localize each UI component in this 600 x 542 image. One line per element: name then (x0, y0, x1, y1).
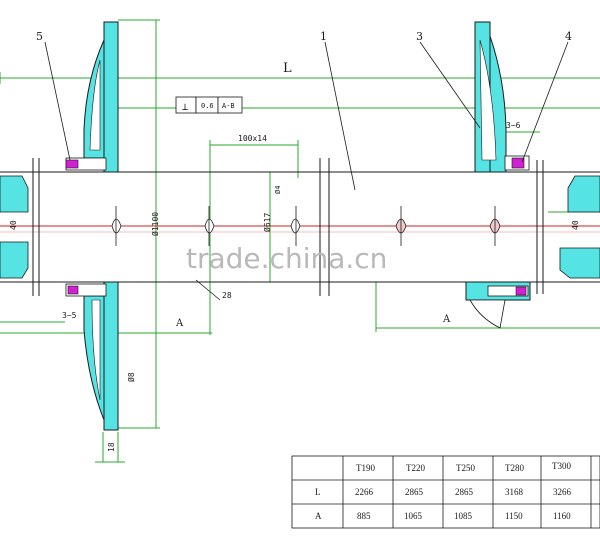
table-head-t220: T220 (406, 463, 425, 473)
tol-value-a: 0.6 (201, 102, 214, 110)
table-a-t250: 1085 (454, 511, 473, 521)
left-hub (0, 175, 29, 279)
tolerance-frame (175, 96, 243, 114)
table-row-label-a: A (315, 511, 322, 521)
callout-1: 1 (320, 30, 327, 43)
table-l-t280: 3168 (505, 487, 524, 497)
outer-dia-label: Ø1100 (150, 212, 160, 236)
watermark: trade.china.cn (186, 242, 387, 275)
keyways (111, 206, 501, 246)
h-right-label: 40 (571, 220, 580, 230)
tol-value-b: A-B (222, 102, 235, 110)
table-l-t190: 2266 (355, 487, 374, 497)
length-label: L (283, 61, 292, 76)
table-a-t190: 885 (357, 511, 371, 521)
leader-lines (44, 41, 569, 301)
table-row-label-l: L (315, 487, 321, 497)
left-upper-flange (65, 21, 119, 173)
table-head-t250: T250 (456, 463, 475, 473)
size-table (291, 455, 600, 529)
keyway-label: 100x14 (238, 134, 267, 143)
gap-right-label: 3~6 (506, 121, 521, 130)
table-head-t280: T280 (505, 463, 524, 473)
gap-left-label: 3~5 (62, 311, 77, 320)
bore-dia-label: Ø617 (262, 213, 272, 232)
left-lower-flange (65, 281, 119, 431)
table-a-t300: 1160 (553, 511, 571, 521)
phi-left-label: Ø8 (126, 372, 136, 382)
table-head-t190: T190 (356, 463, 375, 473)
small-dia-label: Ø4 (274, 186, 282, 194)
right-hub (559, 175, 600, 279)
callout-4: 4 (565, 30, 572, 43)
table-a-t280: 1150 (505, 511, 523, 521)
right-upper-flange (474, 21, 530, 173)
table-head-t300: T300 (552, 461, 571, 471)
table-a-t220: 1065 (404, 511, 423, 521)
callout-3: 3 (416, 30, 423, 43)
table-l-t300: 3266 (553, 487, 572, 497)
h-left-label: 40 (9, 220, 18, 230)
right-lower-flange (465, 281, 531, 329)
offset-right-label: A (442, 314, 451, 325)
callout-5: 5 (36, 30, 43, 43)
offset-left-label: A (175, 318, 184, 329)
table-l-t250: 2865 (455, 487, 474, 497)
thick-label: 18 (107, 442, 116, 452)
table-l-t220: 2865 (405, 487, 424, 497)
perp-symbol: ⊥ (182, 102, 188, 113)
angle-label: 28 (222, 291, 232, 300)
